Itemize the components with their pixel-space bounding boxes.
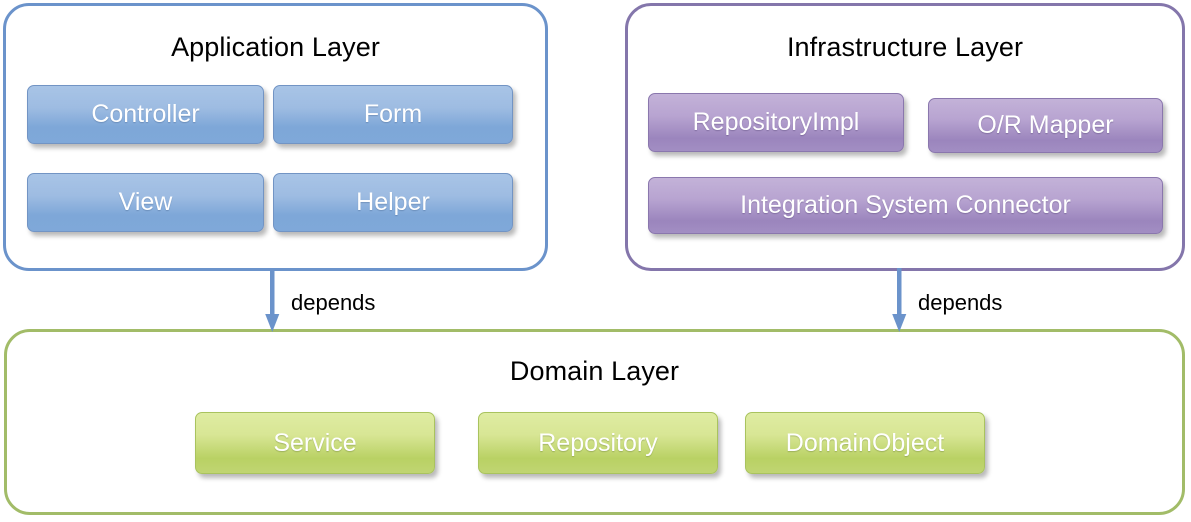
component-label-or-mapper: O/R Mapper — [977, 111, 1114, 139]
component-box-domainobject[interactable]: DomainObject — [745, 412, 985, 474]
component-label-form: Form — [363, 100, 423, 128]
component-box-integration-system-connector[interactable]: Integration System Connector — [648, 177, 1163, 234]
component-box-or-mapper[interactable]: O/R Mapper — [928, 98, 1163, 153]
component-label-service: Service — [273, 428, 357, 457]
component-label-controller: Controller — [91, 100, 200, 128]
component-box-view[interactable]: View — [27, 173, 264, 232]
component-box-form[interactable]: Form — [273, 85, 513, 144]
component-label-domainobject: DomainObject — [785, 428, 945, 457]
component-label-integration-system-connector: Integration System Connector — [740, 191, 1071, 219]
dependency-label-application-depends: depends — [291, 290, 376, 315]
component-label-view: View — [118, 188, 173, 216]
infrastructure-layer-title: Infrastructure Layer — [786, 32, 1024, 62]
component-box-service[interactable]: Service — [195, 412, 435, 474]
component-box-helper[interactable]: Helper — [273, 173, 513, 232]
component-label-repositoryimpl: RepositoryImpl — [692, 108, 860, 136]
component-box-repository[interactable]: Repository — [478, 412, 718, 474]
component-box-controller[interactable]: Controller — [27, 85, 264, 144]
component-box-repositoryimpl[interactable]: RepositoryImpl — [648, 93, 904, 152]
domain-layer-title: Domain Layer — [509, 356, 680, 386]
component-label-helper: Helper — [356, 188, 430, 216]
dependency-label-infrastructure-depends: depends — [918, 290, 1003, 315]
application-layer-title: Application Layer — [171, 32, 380, 62]
component-label-repository: Repository — [538, 428, 658, 457]
